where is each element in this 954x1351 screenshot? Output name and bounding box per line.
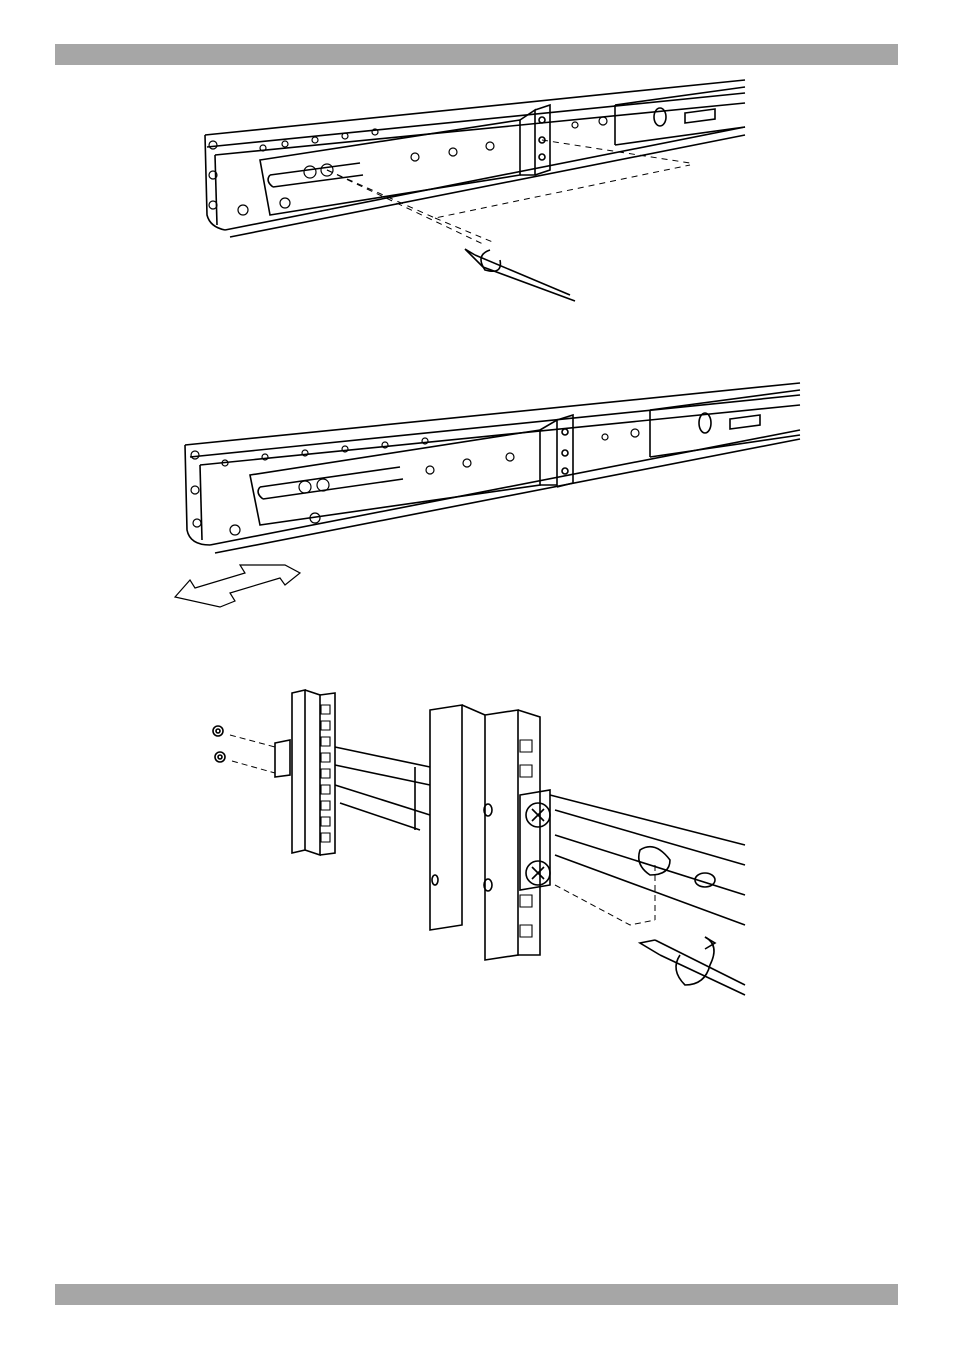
rack-mount-install-illustration <box>200 685 755 1005</box>
rail-slide-extend-illustration <box>165 375 805 610</box>
header-bar <box>55 44 898 65</box>
double-arrow-icon <box>175 565 300 607</box>
rail-screw-adjust-illustration <box>185 75 760 305</box>
footer-bar <box>55 1284 898 1305</box>
